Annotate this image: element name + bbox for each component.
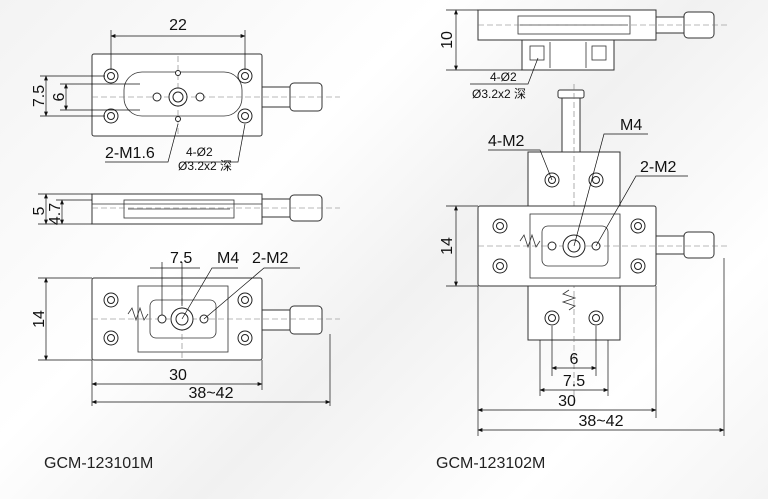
left-note-m4: M4: [217, 250, 239, 267]
left-side-view: [38, 193, 340, 225]
left-dim-14: 14: [31, 310, 48, 328]
right-note-4-dia2: 4-Ø2: [490, 70, 517, 84]
right-side-view: [446, 9, 730, 85]
left-dim-38-42: 38~42: [189, 385, 234, 402]
right-dim-30: 30: [558, 393, 576, 410]
left-dim-22: 22: [169, 17, 187, 34]
left-dim-7-5-bottom: 7.5: [170, 250, 192, 267]
right-note-m4: M4: [620, 117, 642, 134]
left-dim-4-7: 4.7: [47, 203, 64, 225]
right-note-cbore: Ø3.2x2 深: [472, 87, 526, 101]
right-dim-14: 14: [439, 237, 456, 255]
left-dim-30: 30: [169, 367, 187, 384]
left-dim-6: 6: [51, 92, 68, 101]
left-bottom-view: [38, 262, 340, 406]
left-dim-7-5: 7.5: [31, 85, 48, 107]
right-dim-6: 6: [570, 351, 579, 368]
left-note-2-m1-6: 2-M1.6: [105, 145, 155, 162]
right-dim-10: 10: [439, 31, 456, 49]
right-model-caption: GCM-123102M: [436, 455, 545, 472]
left-note-cbore: Ø3.2x2 深: [178, 159, 232, 173]
right-top-view: [446, 84, 730, 436]
left-note-2-m2: 2-M2: [252, 250, 289, 267]
right-dim-38-42: 38~42: [579, 413, 624, 430]
right-dim-7-5: 7.5: [563, 373, 585, 390]
left-model-caption: GCM-123101M: [44, 455, 153, 472]
right-note-4-m2: 4-M2: [488, 133, 525, 150]
left-note-4-dia2: 4-Ø2: [186, 145, 213, 159]
right-note-2-m2: 2-M2: [640, 159, 677, 176]
left-top-view: [40, 30, 340, 163]
left-dim-5: 5: [31, 206, 48, 215]
